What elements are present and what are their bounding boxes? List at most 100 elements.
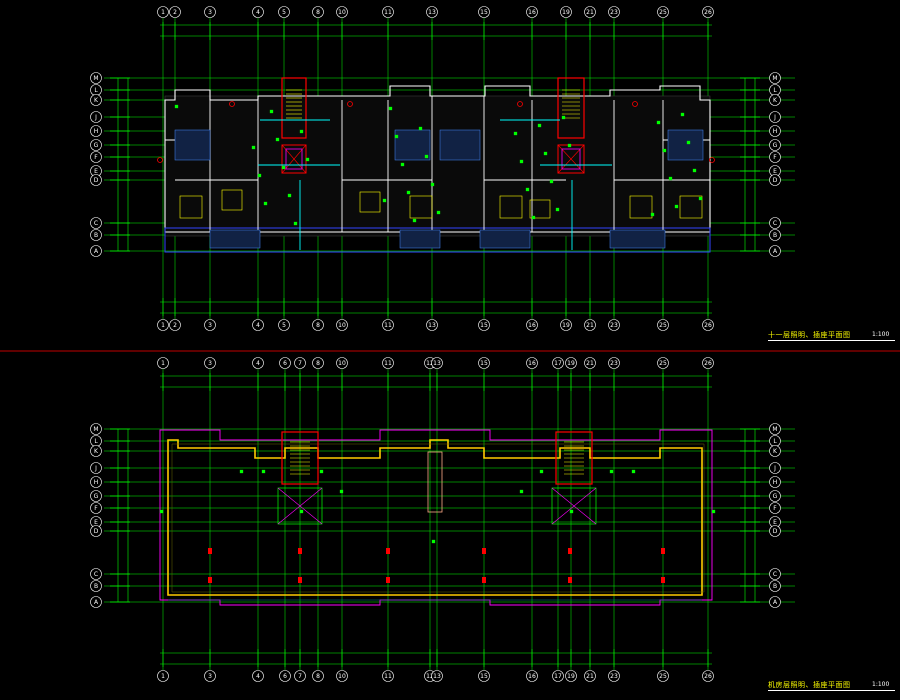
grid-row-right-L-label: L (773, 87, 777, 94)
grid-row-right-G-bubble (769, 490, 781, 502)
grid-row-right-M-label: M (772, 426, 777, 433)
grid-col-bottom-15-bubble (478, 670, 490, 682)
grid-row-left-K-bubble (90, 445, 102, 457)
grid-row-left-D-label: D (94, 177, 99, 184)
wet-area-6 (479, 229, 531, 249)
grid-row-left-L-label: L (94, 438, 98, 445)
grid-col-top-1-bubble (157, 357, 169, 369)
grid-row-left-F-bubble (90, 151, 102, 163)
grid-col-top-21-label: 21 (586, 360, 594, 367)
bottom-plan-title: 机房层照明、插座平面图 (768, 681, 851, 689)
outlet-symbol (650, 212, 655, 217)
grid-row-right-B-label: B (773, 232, 777, 239)
grid-col-bottom-13-label: 13 (428, 322, 436, 329)
balcony-outline (164, 227, 711, 253)
grid-row-left-D-bubble (90, 525, 102, 537)
elevator-car-2 (561, 148, 581, 170)
grid-col-bottom-16-bubble (526, 670, 538, 682)
grid-col-bottom-5-label: 5 (282, 322, 286, 329)
grid-row-right-G-bubble (769, 139, 781, 151)
grid-col-top-8-label: 8 (316, 360, 320, 367)
grid-col-bottom-2-label: 2 (173, 322, 177, 329)
wet-area-0 (174, 129, 211, 161)
grid-row-right-K-label: K (773, 448, 778, 455)
grid-col-top-15-label: 15 (480, 360, 488, 367)
roof-drain-10 (568, 577, 572, 583)
grid-row-left-A-label: A (94, 248, 99, 255)
grid-col-top-17-label: 17 (554, 360, 562, 367)
grid-row-right-F-label: F (773, 505, 777, 512)
grid-row-left-J-label: J (94, 114, 97, 121)
grid-row-left-H-bubble (90, 125, 102, 137)
grid-row-left-A-label: A (94, 599, 99, 606)
grid-col-bottom-4-bubble (252, 670, 264, 682)
grid-col-top-4-bubble (252, 357, 264, 369)
grid-col-top-10-label: 10 (338, 360, 346, 367)
grid-row-right-H-label: H (773, 128, 778, 135)
grid-row-left-F-label: F (94, 505, 98, 512)
grid-col-top-17-bubble (552, 357, 564, 369)
grid-row-right-J-label: J (773, 465, 776, 472)
grid-row-left-K-label: K (94, 97, 99, 104)
grid-row-right-D-bubble (769, 174, 781, 186)
grid-row-right-A-bubble (769, 596, 781, 608)
outlet-symbol (174, 104, 179, 109)
grid-col-top-1-label: 1 (161, 360, 165, 367)
outlet-symbol (388, 106, 393, 111)
roof-outlet-1 (261, 469, 266, 474)
light-fixture-0 (229, 101, 235, 107)
grid-col-top-10-bubble (336, 357, 348, 369)
grid-row-left-E-label: E (94, 519, 98, 526)
wet-area-2 (439, 129, 481, 161)
grid-col-bottom-16-label: 16 (528, 322, 536, 329)
grid-col-top-11-bubble (382, 357, 394, 369)
grid-row-left-J-bubble (90, 462, 102, 474)
outlet-symbol (382, 198, 387, 203)
grid-col-bottom-6-bubble (279, 670, 291, 682)
grid-col-top-21-label: 21 (586, 9, 594, 16)
outlet-symbol (305, 157, 310, 162)
grid-col-top-11-bubble (382, 6, 394, 18)
wet-area-7 (609, 229, 666, 249)
grid-col-bottom-4-label: 4 (256, 673, 260, 680)
grid-col-bottom-4-label: 4 (256, 322, 260, 329)
grid-col-top-23-label: 23 (610, 9, 618, 16)
grid-col-bottom-13-bubble (431, 670, 443, 682)
outlet-symbol (293, 221, 298, 226)
grid-col-bottom-8-label: 8 (316, 673, 320, 680)
grid-row-right-B-bubble (769, 580, 781, 592)
outlet-symbol (424, 154, 429, 159)
grid-col-bottom-23-label: 23 (610, 322, 618, 329)
grid-col-top-8-label: 8 (316, 9, 320, 16)
grid-col-top-15-bubble (478, 6, 490, 18)
grid-row-left-K-bubble (90, 94, 102, 106)
roof-outlet-8 (431, 539, 436, 544)
grid-col-bottom-11-label: 11 (384, 322, 392, 329)
outlet-symbol (287, 193, 292, 198)
grid-col-bottom-17-label: 17 (554, 673, 562, 680)
grid-col-top-8-bubble (312, 6, 324, 18)
outlet-symbol (531, 215, 536, 220)
roof-inner-line (171, 443, 705, 593)
grid-row-left-B-bubble (90, 580, 102, 592)
grid-row-left-G-bubble (90, 490, 102, 502)
grid-col-bottom-25-label: 25 (659, 322, 667, 329)
outlet-symbol (257, 173, 262, 178)
grid-col-top-6-label: 6 (283, 360, 287, 367)
top-plan-scale: 1:100 (872, 331, 890, 338)
grid-col-top-15-bubble (478, 357, 490, 369)
grid-col-top-21-bubble (584, 357, 596, 369)
outlet-symbol (281, 165, 286, 170)
grid-col-top-11-label: 11 (384, 9, 392, 16)
grid-col-top-26-bubble (702, 6, 714, 18)
roof-drain-6 (208, 577, 212, 583)
outlet-symbol (680, 112, 685, 117)
grid-col-top-3-label: 3 (208, 9, 212, 16)
grid-col-top-19-bubble (565, 357, 577, 369)
grid-row-right-F-bubble (769, 502, 781, 514)
elevator-car-1 (285, 148, 303, 170)
grid-col-top-23-bubble (608, 357, 620, 369)
grid-col-top-25-bubble (657, 357, 669, 369)
grid-col-bottom-23-label: 23 (610, 673, 618, 680)
